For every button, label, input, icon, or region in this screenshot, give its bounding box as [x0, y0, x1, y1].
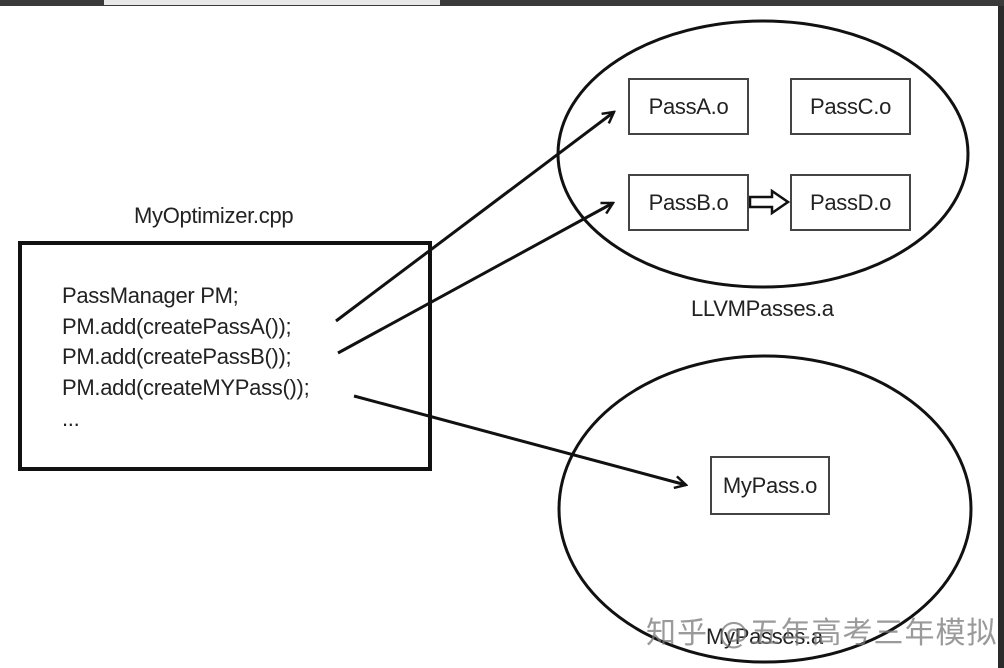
code-line: PM.add(createMYPass()); [62, 375, 310, 400]
code-line: ... [62, 406, 80, 431]
code-line: PM.add(createPassA()); [62, 314, 292, 339]
object-pass-a: PassA.o [628, 78, 749, 135]
code-line: PassManager PM; [62, 283, 239, 308]
object-my-pass: MyPass.o [710, 456, 830, 515]
right-edge [998, 6, 1004, 668]
llvm-library-label: LLVMPasses.a [691, 296, 834, 321]
top-chip [104, 0, 440, 5]
source-code-box [18, 241, 432, 471]
my-library-label: MyPasses.a [706, 624, 823, 649]
object-pass-b: PassB.o [628, 174, 749, 231]
object-pass-d: PassD.o [790, 174, 911, 231]
watermark: 知乎 @五年高考三年模拟 [646, 616, 998, 651]
code-line: PM.add(createPassB()); [62, 344, 292, 369]
object-pass-c: PassC.o [790, 78, 911, 135]
top-strip [0, 0, 1004, 6]
source-file-title: MyOptimizer.cpp [134, 203, 294, 228]
